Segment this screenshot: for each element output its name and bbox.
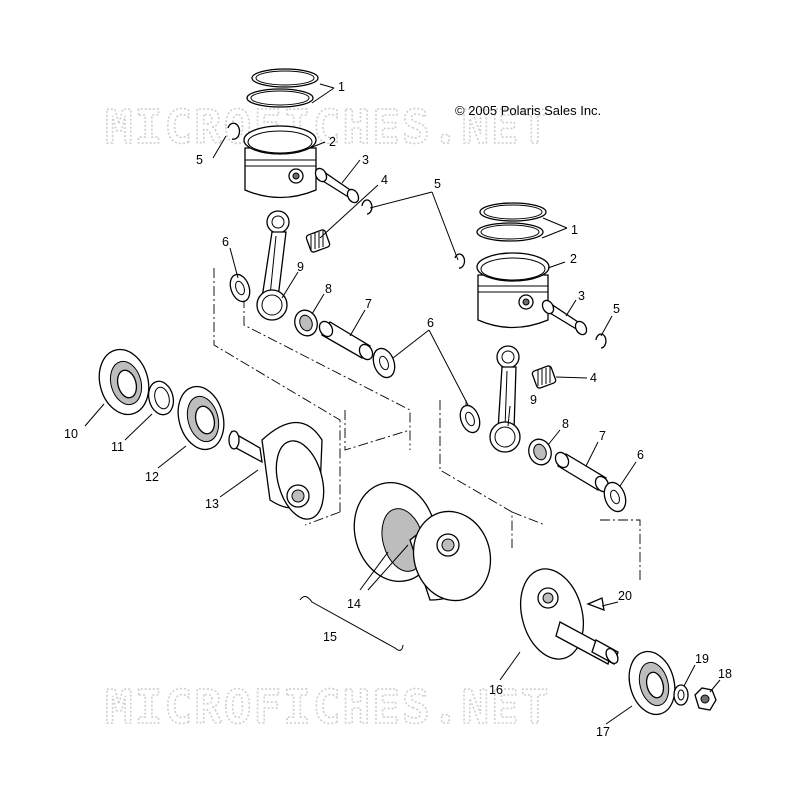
piston-rings-left xyxy=(246,68,319,108)
callout-12: 12 xyxy=(145,470,159,484)
circlip-left-upper xyxy=(227,122,241,140)
callout-11: 11 xyxy=(111,440,124,454)
piston-left xyxy=(243,125,317,199)
callout-8-right: 8 xyxy=(562,417,569,431)
callout-19: 19 xyxy=(695,652,709,666)
callout-5-right: 5 xyxy=(613,302,620,316)
thrust-washer-right-upper xyxy=(459,404,481,434)
callout-2-left: 2 xyxy=(329,135,336,149)
needle-bearing-right-top xyxy=(531,365,557,389)
callout-13: 13 xyxy=(205,497,219,511)
callout-15: 15 xyxy=(323,630,337,644)
copyright-text: © 2005 Polaris Sales Inc. xyxy=(455,103,601,118)
watermark-bottom: MICROFICHES.NET xyxy=(105,680,550,734)
washer-right-lower xyxy=(603,481,627,513)
callout-7-right: 7 xyxy=(599,429,606,443)
callout-6-center: 6 xyxy=(427,316,434,330)
needle-bearing-left-top xyxy=(305,229,331,253)
assembly-guide-lines xyxy=(213,268,641,580)
leader-lines xyxy=(84,83,721,725)
piston-rings-right xyxy=(476,202,547,242)
connecting-rod-right xyxy=(489,345,521,453)
seal-ring-11 xyxy=(147,380,175,416)
callout-7-left: 7 xyxy=(365,297,372,311)
crankshaft-half-13 xyxy=(228,421,325,520)
callout-6-left: 6 xyxy=(222,235,229,249)
callout-4-left: 4 xyxy=(381,173,388,187)
circlip-right-pin xyxy=(595,333,607,349)
wrist-pin-right xyxy=(541,299,588,336)
callout-14: 14 xyxy=(347,597,361,611)
thrust-washer-left xyxy=(229,273,251,303)
piston-right xyxy=(476,252,550,329)
callout-20: 20 xyxy=(618,589,632,603)
center-crank-14 xyxy=(353,481,492,602)
callout-5-center: 5 xyxy=(434,177,441,191)
crank-pin-right xyxy=(554,451,610,493)
callout-8-left: 8 xyxy=(325,282,332,296)
main-bearing-17 xyxy=(628,650,676,716)
wrist-pin-left xyxy=(314,167,360,204)
main-bearing-12 xyxy=(177,385,225,451)
assembly-bracket-15 xyxy=(299,596,404,651)
woodruff-key-20 xyxy=(586,597,605,612)
callout-3-right: 3 xyxy=(578,289,585,303)
callout-4-right: 4 xyxy=(590,371,597,385)
crank-pin-left xyxy=(318,320,374,361)
callout-9-left: 9 xyxy=(297,260,304,274)
nut-18 xyxy=(694,687,717,711)
callout-labels: 1 2 3 4 5 5 6 9 8 7 6 10 11 12 13 14 15 … xyxy=(64,80,732,739)
watermark-top: MICROFICHES.NET xyxy=(105,100,550,154)
main-bearing-10 xyxy=(98,348,150,416)
callout-16: 16 xyxy=(489,683,503,697)
callout-5-left: 5 xyxy=(196,153,203,167)
callout-18: 18 xyxy=(718,667,732,681)
callout-9-right: 9 xyxy=(530,393,537,407)
washer-left-mid xyxy=(372,347,396,379)
washer-19 xyxy=(673,684,689,706)
callout-10: 10 xyxy=(64,427,78,441)
callout-3-left: 3 xyxy=(362,153,369,167)
callout-1-right: 1 xyxy=(571,223,578,237)
circlip-left-pin xyxy=(361,199,373,215)
crank-bearing-right xyxy=(528,438,552,466)
callout-1-left: 1 xyxy=(338,80,345,94)
crank-bearing-left xyxy=(294,309,318,337)
callout-2-right: 2 xyxy=(570,252,577,266)
callout-17: 17 xyxy=(596,725,610,739)
callout-6-right: 6 xyxy=(637,448,644,462)
crankshaft-half-16 xyxy=(520,568,619,665)
connecting-rod-left xyxy=(256,210,290,321)
